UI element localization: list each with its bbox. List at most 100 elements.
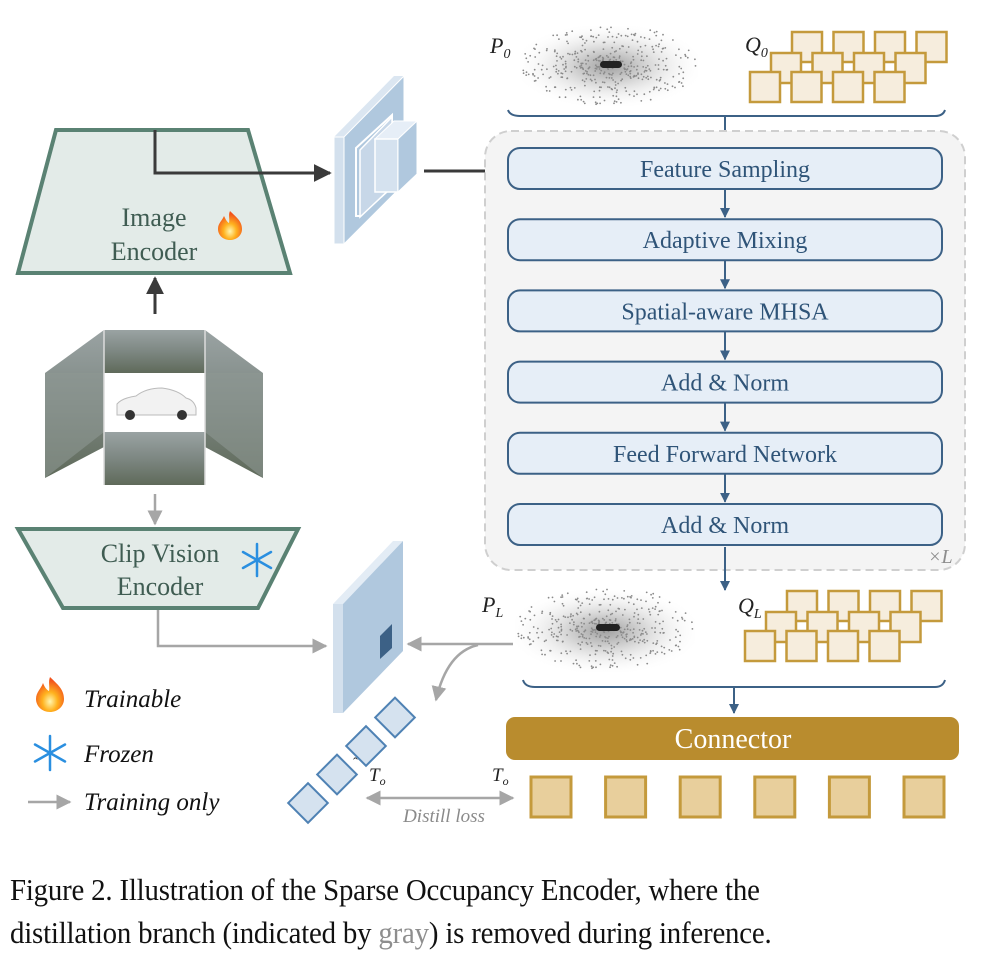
repeat-label: ×L — [928, 546, 953, 568]
point — [668, 649, 671, 651]
point — [681, 616, 683, 619]
point — [565, 32, 568, 34]
point — [583, 630, 586, 633]
point — [548, 90, 551, 92]
point — [599, 603, 602, 606]
point — [649, 613, 652, 616]
point — [588, 622, 591, 624]
point — [640, 599, 642, 601]
point — [651, 627, 653, 629]
point — [591, 622, 594, 625]
point — [620, 71, 623, 74]
point — [522, 69, 525, 72]
point — [632, 58, 635, 61]
point — [621, 78, 624, 81]
point — [611, 655, 614, 657]
point — [627, 74, 630, 77]
point — [658, 622, 661, 625]
point — [661, 651, 663, 654]
point — [566, 33, 568, 36]
point — [628, 93, 631, 96]
point — [595, 617, 598, 620]
point — [603, 598, 605, 601]
point — [633, 612, 636, 614]
point — [612, 79, 614, 81]
point — [553, 600, 556, 603]
point — [640, 607, 643, 609]
point — [596, 66, 599, 68]
point — [592, 74, 595, 77]
point — [602, 57, 605, 60]
point — [594, 70, 597, 72]
point — [659, 78, 662, 81]
point — [557, 70, 560, 72]
point — [618, 57, 621, 59]
point — [586, 54, 589, 57]
point — [566, 634, 568, 636]
point — [613, 50, 616, 53]
point — [655, 34, 658, 37]
point — [580, 49, 582, 52]
query-token — [790, 70, 823, 104]
point — [615, 91, 618, 94]
point — [633, 74, 636, 77]
point — [652, 88, 655, 91]
point — [607, 609, 610, 612]
clip-token — [286, 781, 330, 825]
point — [598, 610, 601, 613]
point — [629, 596, 631, 598]
point — [570, 613, 572, 615]
point — [650, 76, 652, 79]
point — [604, 593, 607, 596]
point — [678, 80, 681, 83]
point — [680, 67, 683, 70]
point — [603, 99, 606, 102]
point — [573, 621, 575, 624]
point — [629, 629, 632, 631]
point — [550, 627, 553, 630]
point — [611, 35, 614, 38]
point — [577, 58, 580, 61]
point — [659, 87, 662, 90]
point — [517, 635, 520, 638]
point — [551, 631, 553, 634]
point — [613, 41, 616, 44]
arrow-to-clip-tokens — [431, 643, 479, 702]
decoder-block: Add & Norm — [507, 360, 943, 404]
point — [566, 77, 569, 79]
point — [625, 90, 628, 92]
initial-brace — [507, 109, 946, 117]
point — [645, 69, 648, 72]
point — [599, 663, 602, 666]
image-encoder: Image Encoder — [15, 128, 293, 275]
point — [638, 622, 641, 625]
point — [525, 71, 528, 74]
point — [681, 618, 684, 620]
point — [658, 596, 661, 598]
point — [567, 52, 569, 55]
point — [659, 631, 662, 634]
point — [639, 634, 642, 636]
point — [636, 608, 638, 611]
point — [559, 56, 562, 58]
point — [613, 662, 616, 664]
point — [630, 595, 633, 597]
point — [657, 613, 660, 616]
point — [590, 630, 593, 633]
point — [591, 631, 594, 633]
point — [560, 629, 563, 632]
point — [571, 30, 574, 33]
clip-token — [344, 724, 388, 768]
point — [616, 597, 619, 599]
point — [598, 604, 601, 606]
point — [633, 636, 636, 639]
point — [605, 54, 608, 57]
point — [535, 43, 538, 46]
point — [606, 28, 609, 31]
point — [683, 619, 686, 622]
point — [600, 86, 602, 89]
point — [522, 623, 524, 626]
point — [642, 618, 645, 620]
point — [603, 619, 606, 621]
point — [555, 55, 558, 58]
